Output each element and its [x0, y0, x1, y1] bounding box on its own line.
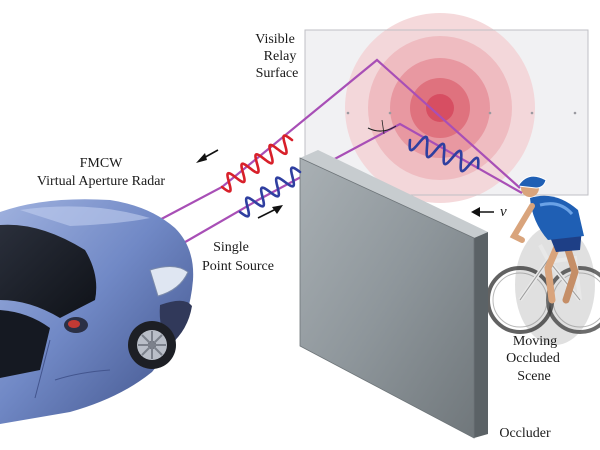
radar-label: FMCW Virtual Aperture Radar [37, 156, 166, 189]
velocity-label: v [500, 204, 507, 220]
relay-label-line3: Surface [256, 66, 299, 81]
scene-label-line3: Scene [517, 369, 550, 384]
return-wave-upper [408, 135, 480, 173]
outgoing-path [149, 58, 521, 226]
arrow-left-icon [196, 149, 219, 163]
scene-label: Moving Occluded Scene [506, 334, 560, 384]
arrow-right-icon [257, 205, 283, 219]
occluder-face [300, 158, 474, 438]
source-label: Single Point Source [202, 240, 274, 274]
arrow-left-icon [471, 207, 494, 217]
occluder-label: Occluder [499, 426, 551, 441]
reflection-angle-marker [367, 125, 397, 132]
scene-label-line1: Moving [513, 334, 557, 349]
radar-label-line1: FMCW [80, 156, 124, 171]
cyclist [486, 175, 600, 345]
relay-label-line2: Relay [264, 49, 297, 64]
occluder-side-edge [474, 232, 488, 438]
relay-surface-ticks [346, 111, 577, 115]
rear-wheel [546, 266, 600, 334]
scene-label-line2: Occluded [506, 351, 560, 366]
relay-label-line1: Visible [255, 32, 295, 47]
car [0, 199, 194, 424]
source-label-line2: Point Source [202, 259, 274, 274]
occluder-top-edge [300, 150, 488, 238]
source-label-line1: Single [213, 240, 249, 255]
relay-intensity-rings [345, 13, 535, 203]
relay-surface-label: Visible Relay Surface [255, 32, 298, 81]
radar-label-line2: Virtual Aperture Radar [37, 174, 166, 189]
velocity-indicator: v [471, 204, 507, 220]
car-windshield [0, 224, 97, 318]
occluder [299, 150, 488, 439]
outgoing-wave [220, 134, 294, 193]
return-wave-lower [238, 166, 302, 218]
relay-surface [304, 13, 589, 203]
